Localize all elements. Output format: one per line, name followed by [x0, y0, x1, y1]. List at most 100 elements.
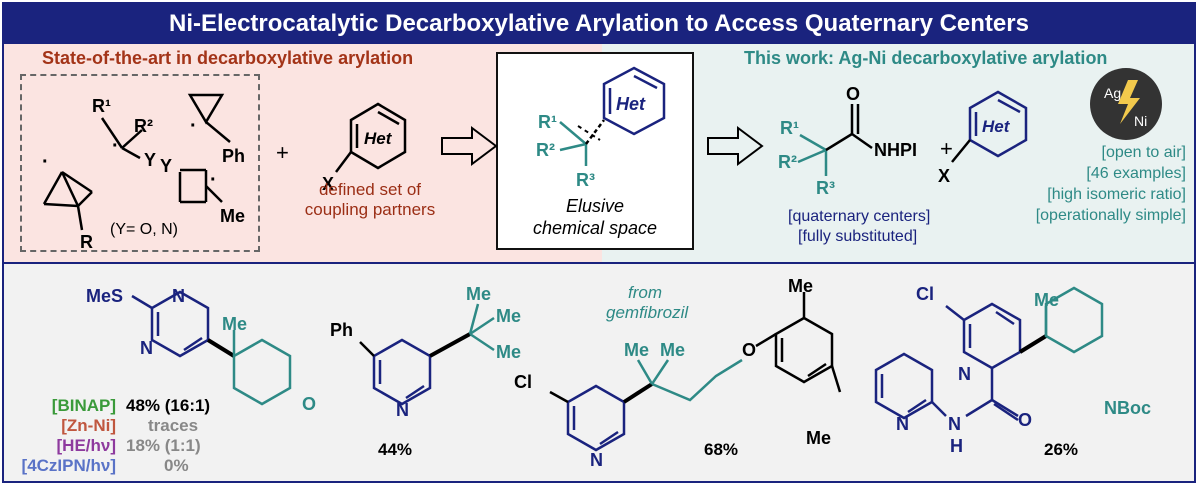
cyclopropyl-structure [187, 93, 231, 143]
ex4-piperidine [1044, 286, 1104, 354]
right-aryl-ring [968, 90, 1028, 158]
center-het-label: Het [616, 94, 646, 114]
ex4-yield: 26% [1044, 440, 1079, 459]
note-fully-substituted: [fully substituted] [798, 228, 918, 245]
ex2-yield: 44% [378, 440, 413, 459]
ex3-n: N [590, 450, 603, 470]
badge-ni: Ni [1134, 113, 1147, 129]
ex3-me1: Me [624, 340, 649, 360]
ex2-me3: Me [496, 342, 521, 362]
ex3-from1: from [628, 283, 662, 302]
ex3-xylyl [774, 292, 842, 393]
note-quaternary: [quaternary centers] [788, 208, 931, 225]
right-panel-bg [602, 44, 1194, 262]
cond-4czipn-value: 0% [164, 456, 189, 475]
acyclic-y: Y [144, 150, 156, 170]
right-r1: R¹ [780, 118, 799, 138]
ex1-n2: N [140, 338, 153, 358]
y-condition: (Y= O, N) [110, 221, 178, 238]
right-panel-header: This work: Ag-Ni decarboxylative arylati… [744, 48, 1108, 68]
cond-znni-label: [Zn-Ni] [61, 416, 116, 435]
oxetane-y: Y [160, 156, 172, 176]
ex4-n2: N [896, 414, 909, 434]
ex1-me: Me [222, 314, 247, 334]
prior-substrates-box [20, 74, 260, 252]
ex2-me2: Me [496, 306, 521, 326]
right-plus: + [940, 136, 953, 161]
left-x-label: X [322, 174, 334, 194]
ex4-n1: N [958, 364, 971, 384]
cond-hehv-value: 18% (1:1) [126, 436, 201, 455]
acyclic-r1: R¹ [92, 96, 111, 116]
ex3-from2: gemfibrozil [606, 303, 689, 322]
radical-dot-3: · [190, 115, 197, 137]
lightning-icon [1118, 80, 1140, 124]
badge-ag: Ag [1104, 85, 1121, 101]
left-het-label: Het [364, 129, 393, 148]
bcp-r-label: R [80, 232, 93, 252]
left-plus: + [276, 140, 289, 165]
ex1-o: O [302, 394, 316, 414]
ex4-nboc: NBoc [1104, 398, 1151, 418]
left-panel-header: State-of-the-art in decarboxylative aryl… [42, 48, 414, 68]
cond-binap-value: 48% (16:1) [126, 396, 211, 415]
nhpi-o-label: O [846, 84, 860, 104]
ex4-cl: Cl [916, 284, 934, 304]
ex4-pyridine [945, 302, 1022, 370]
ex4-me: Me [1034, 290, 1059, 310]
center-r1: R¹ [538, 112, 557, 132]
ex3-me2: Me [660, 340, 685, 360]
ex3-yield: 68% [704, 440, 739, 459]
right-forward-arrow [707, 126, 764, 166]
nhpi-ester-structure [797, 104, 873, 176]
cond-hehv-label: [HE/hν] [56, 436, 117, 455]
ex1-n1: N [172, 286, 185, 306]
note-isomeric-ratio: [high isomeric ratio] [1047, 186, 1186, 203]
ex4-nh-h: H [950, 436, 963, 456]
ex3-cl: Cl [514, 372, 532, 392]
ex4-nh-n: N [948, 414, 961, 434]
ex3-me3: Me [788, 276, 813, 296]
bicyclopentane-structure [42, 170, 93, 231]
ex4-aminopyridine [874, 352, 947, 420]
figure-title: Ni-Electrocatalytic Decarboxylative Aryl… [4, 4, 1194, 44]
ex1-oxane [232, 330, 292, 406]
ex3-o: O [742, 340, 756, 360]
ex2-me1: Me [466, 284, 491, 304]
right-x-label: X [938, 166, 950, 186]
cyclopropyl-ph: Ph [222, 146, 245, 166]
center-r3: R³ [576, 170, 595, 190]
cond-4czipn-label: [4CzIPN/hν] [21, 456, 116, 475]
ex1-mes: MeS [86, 286, 123, 306]
radical-dot-1: · [42, 151, 49, 173]
acyclic-radical-structure [100, 117, 143, 160]
elusive-line2: chemical space [532, 218, 658, 238]
ex2-pyridine [359, 338, 432, 406]
radical-dot-2: · [112, 135, 119, 157]
acyclic-r2: R² [134, 116, 153, 136]
ex4-o: O [1018, 410, 1032, 430]
elusive-space-box [496, 52, 694, 250]
left-aryl-ring [335, 102, 407, 173]
ex3-chain [636, 358, 743, 402]
note-46-examples: [46 examples] [1086, 165, 1186, 182]
oxetane-me: Me [220, 206, 245, 226]
section-divider [4, 262, 1194, 264]
cond-znni-value: traces [148, 416, 199, 435]
ex2-ph: Ph [330, 320, 353, 340]
right-het-label: Het [982, 117, 1011, 136]
center-aryl-ring [602, 66, 666, 136]
center-r2: R² [536, 140, 555, 160]
left-retro-arrow [441, 126, 498, 166]
note-open-to-air: [open to air] [1101, 144, 1187, 161]
cond-binap-label: [BINAP] [51, 396, 116, 415]
partner-line2: coupling partners [304, 200, 436, 219]
right-r2: R² [778, 152, 797, 172]
ex2-tbutyl [468, 303, 495, 352]
partner-line1: defined set of [318, 180, 422, 199]
examples-section [4, 264, 1194, 481]
nhpi-label: NHPI [874, 140, 917, 160]
ex1-pyrimidine [131, 290, 210, 358]
ex4-amide [965, 368, 1019, 422]
